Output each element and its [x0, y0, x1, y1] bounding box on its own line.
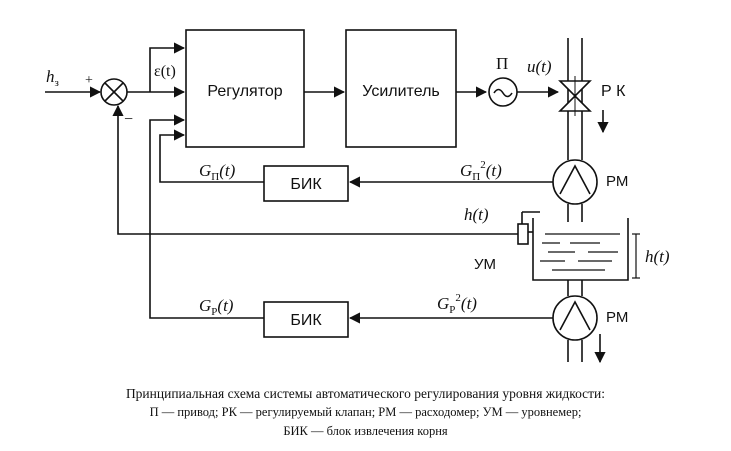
bik-top-block — [263, 165, 349, 202]
caption-line-3: БИК — блок извлечения корня — [283, 424, 448, 438]
gp-top-label: GП(t) — [199, 161, 236, 183]
minus-sign: − — [124, 111, 133, 128]
level-feedback-line — [112, 104, 518, 235]
h-tank-label: h(t) — [645, 247, 670, 266]
u-label: u(t) — [527, 57, 552, 76]
h-line-label: h(t) — [464, 205, 489, 224]
drive-label: П — [496, 54, 508, 73]
h3-label: hз — [46, 67, 59, 89]
bik-bottom-block — [263, 301, 349, 338]
flowmeter-bottom-symbol — [559, 300, 591, 331]
rm-top-label: РМ — [606, 173, 628, 190]
regulator-label: Регулятор — [207, 83, 282, 100]
bik-top-reg-line — [159, 129, 264, 183]
flowmeter-top-symbol — [559, 164, 591, 195]
amplifier-block — [345, 29, 457, 148]
rk-label: Р К — [601, 83, 626, 100]
summing-junction — [100, 78, 128, 106]
drive-tilde — [493, 88, 513, 98]
rm-bottom-label: РМ — [606, 309, 628, 326]
bik-top-label: БИК — [290, 176, 322, 193]
bik-bottom-label: БИК — [290, 312, 322, 329]
bik-bottom-reg-line — [149, 114, 264, 319]
error-branch — [149, 42, 186, 92]
gr-bottom-label: GР(t) — [199, 296, 234, 318]
plus-sign: + — [85, 73, 93, 88]
um-label: УМ — [474, 256, 496, 273]
amplifier-label: Усилитель — [362, 83, 440, 100]
regulator-block — [185, 29, 305, 148]
gp2-top-label: GП2(t) — [460, 159, 502, 183]
epsilon-label: ε(t) — [154, 63, 176, 80]
caption-line-2: П — привод; РК — регулируемый клапан; РМ… — [149, 405, 582, 419]
tank — [532, 218, 629, 281]
liquid-lines — [540, 233, 620, 271]
level-sensor — [517, 223, 529, 245]
gr2-bottom-label: GР2(t) — [437, 292, 477, 316]
caption-line-1: Принципиальная схема системы автоматичес… — [125, 386, 606, 401]
